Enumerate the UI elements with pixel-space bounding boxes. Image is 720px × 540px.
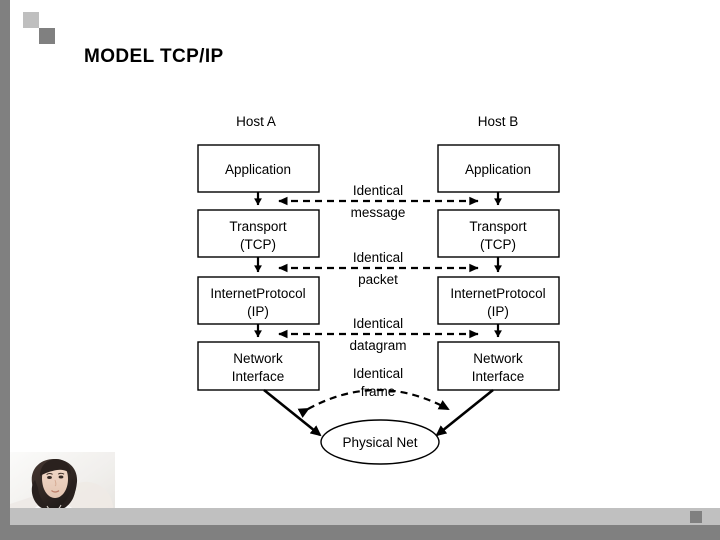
box-left-internetprotocol-sublabel: (IP): [247, 304, 269, 319]
peer-link-identical-packet-label-line2: packet: [358, 272, 398, 287]
arrow-left-network-to-physical-net: [263, 388, 322, 437]
peer-link-identical-message-label-line2: message: [351, 205, 406, 220]
peer-link-identical-message-label-line1: Identical: [353, 183, 403, 198]
left-accent-bar: [0, 0, 10, 525]
physical-net-label: Physical Net: [342, 435, 417, 450]
tcpip-model-diagram: Host A Host B Application Transport (TCP…: [180, 95, 580, 475]
box-left-application-label: Application: [225, 162, 291, 177]
box-left-application: [197, 144, 320, 193]
box-right-internetprotocol-sublabel: (IP): [487, 304, 509, 319]
box-right-internetprotocol-label: InternetProtocol: [450, 286, 545, 301]
box-right-network-interface: [437, 341, 560, 391]
box-right-transport-label: Transport: [469, 219, 527, 234]
box-right-application-label: Application: [465, 162, 531, 177]
page-title: MODEL TCP/IP: [84, 46, 224, 67]
box-left-transport: [197, 209, 320, 258]
host-b-label: Host B: [478, 114, 519, 129]
arrow-right-network-to-physical-net: [435, 388, 494, 437]
box-right-network-sublabel: Interface: [472, 369, 525, 384]
peer-link-identical-frame: [297, 389, 450, 418]
box-right-transport: [437, 209, 560, 258]
peer-link-identical-datagram-label-line1: Identical: [353, 316, 403, 331]
box-left-network-interface: [197, 341, 320, 391]
box-left-transport-sublabel: (TCP): [240, 237, 276, 252]
peer-link-identical-frame-label-line1: Identical: [353, 366, 403, 381]
peer-link-identical-frame-label-line2: frame: [361, 384, 396, 399]
decorative-square-light: [23, 12, 39, 28]
box-left-network-sublabel: Interface: [232, 369, 285, 384]
box-left-network-label: Network: [233, 351, 283, 366]
box-left-transport-label: Transport: [229, 219, 287, 234]
host-a-label: Host A: [236, 114, 276, 129]
decorative-square-dark: [39, 28, 55, 44]
box-left-internetprotocol-label: InternetProtocol: [210, 286, 305, 301]
peer-link-identical-packet-label-line1: Identical: [353, 250, 403, 265]
physical-net-ellipse: [320, 419, 440, 465]
bottom-accent-band: [10, 508, 720, 525]
bottom-accent-square: [690, 511, 702, 523]
box-right-network-label: Network: [473, 351, 523, 366]
bottom-footer-strip: [0, 525, 720, 540]
peer-link-identical-datagram-label-line2: datagram: [349, 338, 406, 353]
box-left-internetprotocol: [197, 276, 320, 325]
box-right-transport-sublabel: (TCP): [480, 237, 516, 252]
